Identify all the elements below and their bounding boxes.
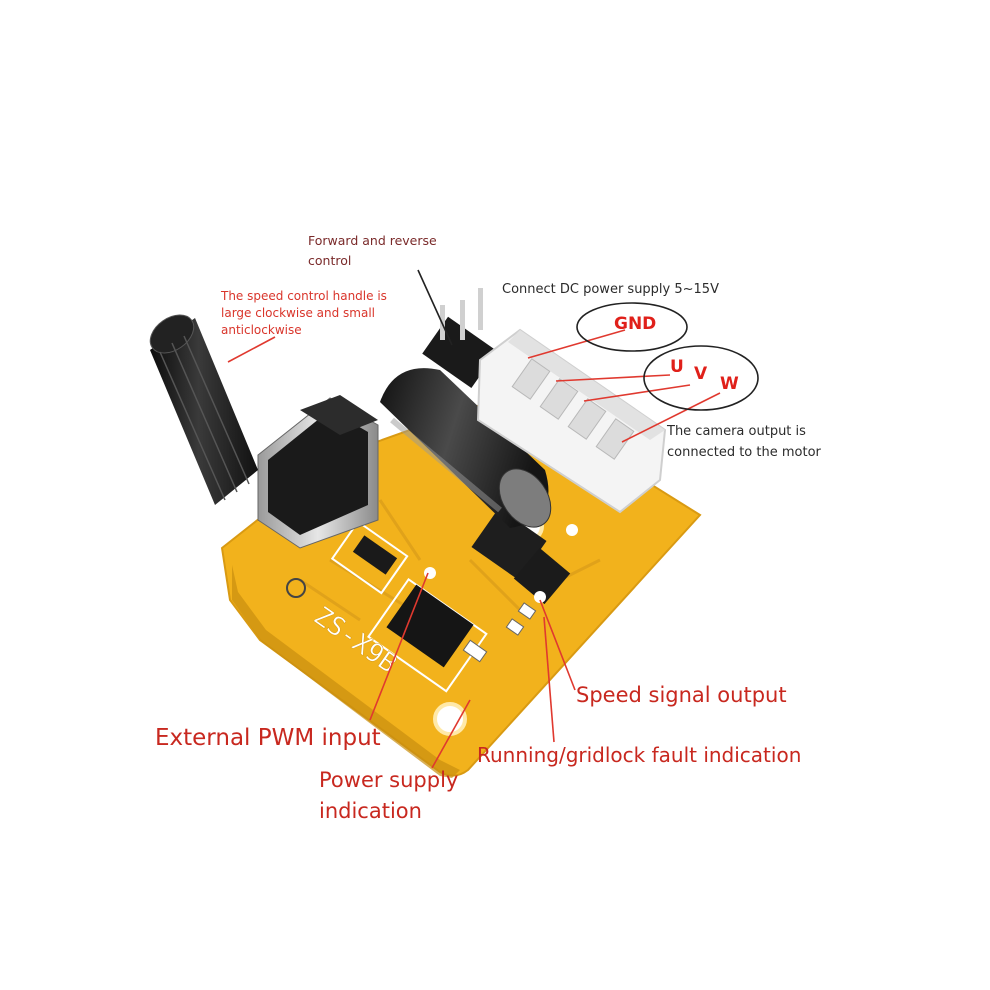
label-speed-handle: The speed control handle is large clockw… (221, 289, 387, 337)
motor-connector (476, 328, 667, 514)
label-fault-indication: Running/gridlock fault indication (477, 743, 802, 767)
label-power-supply: Connect DC power supply 5~15V (502, 282, 719, 297)
label-power-indication: Power supply indication (319, 768, 459, 823)
label-external-pwm: External PWM input (155, 725, 381, 751)
leader-lines (227, 269, 721, 769)
capacitor (380, 368, 552, 528)
label-speed-signal: Speed signal output (576, 683, 787, 707)
uvw-callout-ellipse (643, 345, 759, 411)
mount-hole-bottom (433, 702, 467, 736)
gnd-callout-ellipse (576, 302, 688, 352)
potentiometer (149, 314, 379, 549)
pin-label-gnd: GND (614, 314, 657, 334)
label-forward-reverse: Forward and reverse control (308, 233, 437, 268)
pin-label-v: V (694, 364, 708, 384)
pin-label-w: W (720, 374, 739, 394)
pin-label-u: U (670, 357, 684, 377)
label-camera-output: The camera output is connected to the mo… (667, 424, 821, 460)
